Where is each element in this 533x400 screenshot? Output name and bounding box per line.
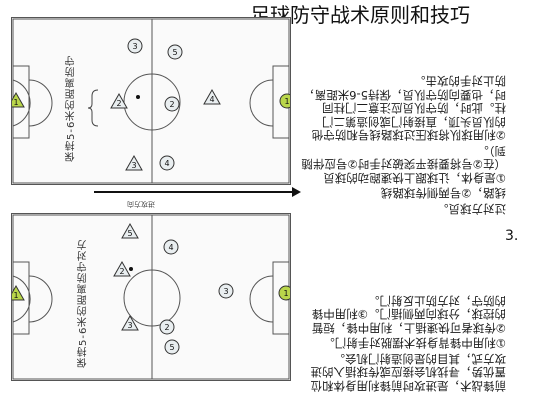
text-column-upper: 过对方球员。 线路，②号两侧传球路线 ①是身体，让球跟上快速跑动的球员（在②号将… <box>301 30 506 217</box>
top-attacker-3: 3 <box>125 154 143 171</box>
player-number: 3 <box>127 321 132 330</box>
attack-direction-arrow <box>94 187 301 197</box>
player-number: 4 <box>209 95 214 104</box>
text-column-lower: 前锋战术，是进攻时前锋利用身体和位置优势，寻找机会接应或传球插入的进攻方式，其目… <box>301 222 507 393</box>
player-number: 3 <box>223 287 228 296</box>
player-number: 3 <box>131 161 136 170</box>
bottom-defender-5: 5 <box>164 339 180 355</box>
diagram-note: 保持5-6米的距离防守对方 <box>78 238 89 368</box>
bottom-defender-2: 2 <box>159 319 175 335</box>
player-number: 5 <box>127 229 132 238</box>
player-number: 1 <box>13 291 18 300</box>
page-title: 足球防守战术原则和技巧 <box>250 3 470 27</box>
pitch-lines-top: 1 2 3 4 1 2 3 4 5 <box>12 18 290 184</box>
diagram-note: 保持5-6米的距离防守 <box>66 54 77 162</box>
player-number: 3 <box>132 42 137 51</box>
paragraph: 线路，②号两侧传球路线 <box>380 186 506 201</box>
paragraph: ①利用中锋背身技术摆脱对手射门。 <box>323 336 506 351</box>
pitch-diagram-top: 1 2 3 4 1 2 3 4 5 保持5-6米的距离防守 <box>11 17 291 185</box>
paragraph: ①是身体，让球跟上快速跑动的球员（在②号将要接平突破对手时②号应伴随到）。 <box>301 144 506 185</box>
pitch-lines-bottom: 1 2 3 5 1 2 3 4 5 <box>12 214 290 380</box>
bottom-defender-4: 4 <box>163 239 179 255</box>
top-defender-2: 2 <box>164 96 180 112</box>
paragraph: 过对方球员。 <box>437 202 506 216</box>
bottom-defender-1: 1 <box>278 285 290 301</box>
top-attacker-2: 2 <box>110 92 128 109</box>
arrow-caption: 进攻方向 <box>127 200 155 208</box>
player-number: 1 <box>283 289 288 298</box>
top-defender-1: 1 <box>279 93 290 109</box>
bottom-attacker-5: 5 <box>121 222 139 239</box>
player-number: 5 <box>172 48 177 57</box>
player-number: 2 <box>169 100 174 109</box>
bottom-attacker-3: 3 <box>121 314 139 331</box>
top-attacker-1: 1 <box>12 91 25 108</box>
player-number: 2 <box>164 323 169 332</box>
top-defender-3: 3 <box>127 38 143 54</box>
pitch-diagram-bottom: 1 2 3 5 1 2 3 4 5 保持5-6米的距离防守对方 <box>11 213 291 381</box>
top-defender-5: 5 <box>167 44 183 60</box>
player-number: 4 <box>164 159 169 168</box>
player-number: 1 <box>284 97 289 106</box>
paragraph: ②利用球队将球压过球路线号和防守他的队员头顶，直接射门或创造第二门柱。此时，防守… <box>303 74 506 143</box>
player-number: 5 <box>169 343 174 352</box>
player-number: 2 <box>116 99 121 108</box>
bottom-attacker-2: 2 <box>113 260 131 277</box>
paragraph: 前锋战术，是进攻时前锋利用身体和位置优势，寻找机会接应或传球插入的进攻方式，其目… <box>310 352 507 393</box>
player-number: 2 <box>119 267 124 276</box>
paragraph: ②传球者可快速插上，利用中锋，短暂的控球，分球向两侧插门。③利用中锋的防守，对方… <box>311 294 506 335</box>
bottom-attacker-1: 1 <box>12 284 25 301</box>
player-number: 4 <box>168 243 173 252</box>
top-defender-4: 4 <box>159 155 175 171</box>
section-number: 3. <box>505 228 519 244</box>
top-attacker-4: 4 <box>203 88 221 105</box>
bottom-defender-3: 3 <box>218 283 234 299</box>
player-number: 1 <box>13 98 18 107</box>
